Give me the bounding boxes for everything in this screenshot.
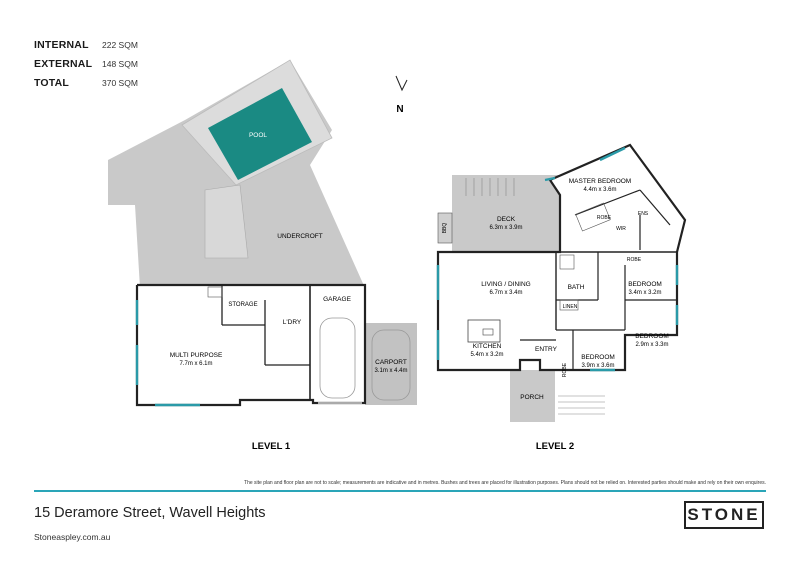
- area-row-internal: INTERNAL 222 SQM: [34, 35, 138, 54]
- stone-logo: STONE: [684, 501, 764, 529]
- level-2-plan: BBQ DECK 6.3m x 3.9m PORCH: [436, 143, 687, 452]
- area-label: INTERNAL: [34, 38, 89, 51]
- north-label: N: [396, 104, 403, 115]
- divider: [34, 490, 766, 492]
- bbq-label: BBQ: [442, 223, 448, 234]
- robe-label: ROBE: [562, 362, 568, 377]
- north-arrow: N: [395, 75, 408, 115]
- bedroom-label: BEDROOM: [628, 281, 662, 288]
- website-link[interactable]: Stoneaspley.com.au: [34, 532, 111, 542]
- pool: [208, 88, 312, 180]
- linen-label: LINEN: [563, 304, 578, 310]
- steps: [204, 184, 249, 259]
- area-summary: INTERNAL 222 SQM EXTERNAL 148 SQM TOTAL …: [34, 35, 138, 92]
- bedroom-label: BEDROOM: [635, 333, 669, 340]
- master-bedroom-label: MASTER BEDROOM: [569, 178, 631, 185]
- bedroom-dims: 3.4m x 3.2m: [628, 290, 661, 296]
- storage-label: STORAGE: [228, 302, 257, 308]
- deck-area: [452, 175, 560, 252]
- carport-dims: 3.1m x 4.4m: [374, 368, 407, 374]
- multi-purpose-label: MULTI PURPOSE: [170, 352, 223, 359]
- robe-label: ROBE: [627, 257, 642, 263]
- multi-purpose-dims: 7.7m x 6.1m: [179, 361, 212, 367]
- robe-label: ROBE: [597, 215, 612, 221]
- area-row-external: EXTERNAL 148 SQM: [34, 54, 138, 73]
- kitchen-island: [467, 319, 501, 343]
- area-value: 222 SQM: [102, 39, 138, 50]
- carport-area: [365, 323, 417, 405]
- wir-label: WIR: [616, 226, 626, 232]
- level-1-title: LEVEL 1: [252, 441, 291, 452]
- area-label: TOTAL: [34, 76, 70, 89]
- porch-label: PORCH: [520, 394, 544, 401]
- deck-dims: 6.3m x 3.9m: [489, 225, 522, 231]
- porch-area: [510, 370, 555, 422]
- car-icon: [319, 317, 356, 399]
- bedroom-dims: 2.9m x 3.3m: [635, 342, 668, 348]
- pool-label: POOL: [249, 132, 267, 139]
- area-label: EXTERNAL: [34, 57, 93, 70]
- kitchen-dims: 5.4m x 3.2m: [470, 352, 503, 358]
- garage-label: GARAGE: [323, 296, 351, 303]
- carport-label: CARPORT: [375, 359, 407, 366]
- kitchen-label: KITCHEN: [473, 343, 502, 350]
- property-address: 15 Deramore Street, Wavell Heights: [34, 505, 266, 521]
- living-dining-dims: 6.7m x 3.4m: [489, 290, 522, 296]
- area-row-total: TOTAL 370 SQM: [34, 73, 138, 92]
- bedroom-label: BEDROOM: [581, 354, 615, 361]
- level-1-plan: POOL UNDERCROFT CARPORT 3.1m x 4.4m STOR…: [108, 59, 417, 452]
- ens-label: ENS: [638, 211, 649, 217]
- master-bedroom-dims: 4.4m x 3.6m: [583, 187, 616, 193]
- area-value: 148 SQM: [102, 58, 138, 69]
- bath-label: BATH: [568, 284, 585, 291]
- laundry-label: L'DRY: [283, 319, 302, 326]
- level-2-outline: [436, 143, 687, 372]
- area-value: 370 SQM: [102, 77, 138, 88]
- undercroft-label: UNDERCROFT: [277, 233, 323, 240]
- deck-label: DECK: [497, 216, 516, 223]
- bedroom-dims: 3.9m x 3.6m: [581, 363, 614, 369]
- living-dining-label: LIVING / DINING: [481, 281, 530, 288]
- level-2-title: LEVEL 2: [536, 441, 574, 452]
- disclaimer: The site plan and floor plan are not to …: [244, 480, 766, 486]
- entry-label: ENTRY: [535, 346, 558, 353]
- car-icon: [371, 329, 411, 401]
